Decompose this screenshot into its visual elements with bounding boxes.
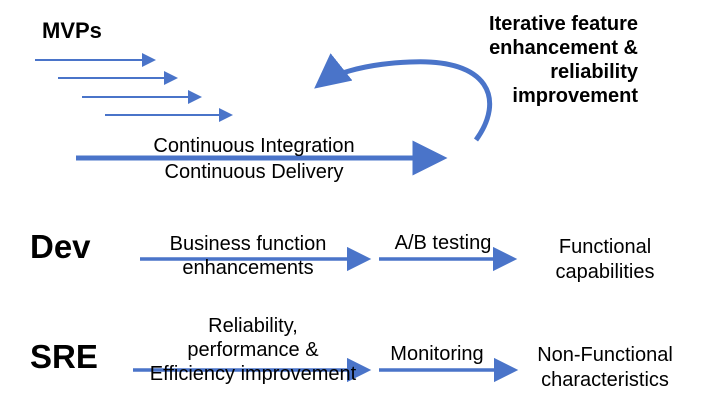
sre-step2-label: Monitoring	[390, 343, 484, 365]
dev-result-line-1: Functional	[558, 236, 652, 258]
iteration-label: Iterative feature enhancement & reliabil…	[489, 12, 638, 108]
dev-step2-label: A/B testing	[394, 232, 492, 254]
pipeline-label: Continuous Integration Continuous Delive…	[134, 133, 374, 185]
dev-step1-label: Business function enhancements	[150, 232, 346, 280]
sre-result-label: Non-Functional characteristics	[516, 343, 694, 393]
dev-step1-line-1: Business function	[169, 233, 327, 255]
dev-result-label: Functional capabilities	[530, 235, 680, 285]
sre-step1-label: Reliability, performance & Efficiency im…	[128, 314, 378, 386]
dev-label: Dev	[30, 228, 91, 265]
iteration-line-4: improvement	[512, 85, 638, 107]
iteration-feedback-arrow	[314, 53, 493, 142]
sre-step1-line-3: Efficiency improvement	[149, 363, 357, 385]
sre-result-line-2: characteristics	[541, 369, 669, 391]
sre-step1-line-1: Reliability,	[208, 315, 298, 337]
iteration-line-2: enhancement &	[489, 37, 638, 59]
sre-step1-line-2: performance &	[187, 339, 319, 361]
dev-step1-line-2: enhancements	[182, 257, 314, 279]
iteration-line-1: Iterative feature	[489, 13, 638, 35]
mvps-label: MVPs	[42, 18, 102, 43]
sre-label: SRE	[30, 338, 98, 375]
pipeline-line-2: Continuous Delivery	[164, 161, 344, 183]
pipeline-line-1: Continuous Integration	[153, 135, 355, 157]
iteration-line-3: reliability	[550, 61, 638, 83]
sre-result-line-1: Non-Functional	[537, 344, 673, 366]
dev-result-line-2: capabilities	[555, 261, 655, 283]
